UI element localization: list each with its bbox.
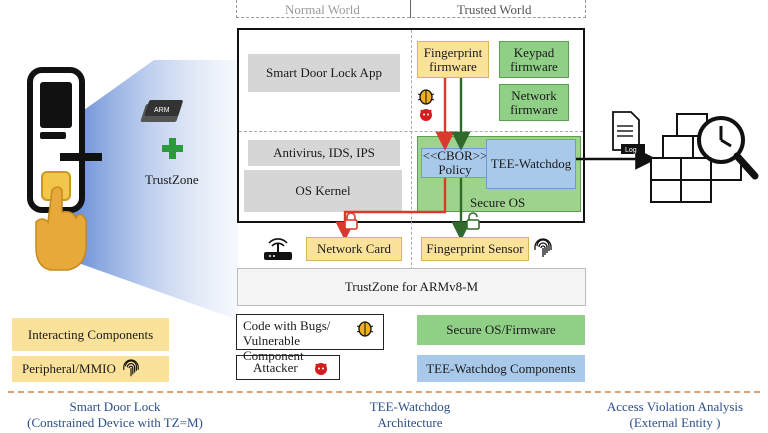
world-divider [411,30,412,270]
trusted-world-label: Trusted World [457,2,532,17]
magnifier-clock-icon [697,116,759,180]
legend-peripheral-label: Peripheral/MMIO [22,361,116,376]
legend-buggy-component: Code with Bugs/ Vulnerable Component [236,314,384,363]
bottom-divider [8,391,760,393]
attacker-devil-icon [420,109,432,121]
legend-interacting-components: Interacting Components [12,318,169,351]
arm-chip-icon: ARM [140,100,183,122]
legend-attacker: Attacker [236,355,340,380]
legend-bug-icon [356,321,374,337]
trustzone-label: TrustZone [145,172,199,187]
antivirus-ids-ips: Antivirus, IDS, IPS [248,140,400,166]
plus-icon [162,138,183,159]
svg-text:ARM: ARM [154,107,170,114]
legend-secure-os-firmware: Secure OS/Firmware [417,315,585,345]
caption-left: Smart Door Lock (Constrained Device with… [27,399,203,430]
trustzone-bar: TrustZone for ARMv8-M [237,268,586,306]
legend-fingerprint-icon [123,359,139,377]
network-card: Network Card [306,237,402,261]
fingerprint-sensor: Fingerprint Sensor [421,237,529,261]
network-firmware: Network firmware [499,84,569,121]
header-dashed-frame [236,0,586,18]
lock-handle [60,153,102,161]
fingerprint-firmware: Fingerprint firmware [417,41,489,78]
projection-beam [70,60,238,320]
tee-watchdog-box: TEE-Watchdog [486,139,576,189]
normal-world-label: Normal World [285,2,360,17]
caption-middle: TEE-Watchdog Architecture [369,399,451,430]
layer-divider [239,131,583,132]
legend-peripheral-mmio: Peripheral/MMIO [12,356,169,382]
cbor-policy: <<CBOR>> Policy [421,148,489,178]
header-divider [410,0,411,18]
bug-icon [417,89,435,105]
caption-right: Access Violation Analysis (External Enti… [606,399,744,430]
hand-icon [35,186,87,271]
unlocked-icon [466,212,480,230]
fingerprint-icon [534,238,552,257]
legend-devil-icon [315,363,327,375]
legend-attacker-label: Attacker [253,360,298,375]
access-violation-analysis-illustration: Log [612,111,759,203]
smart-door-lock-app: Smart Door Lock App [248,54,400,92]
secure-os-label: Secure OS [470,195,526,210]
log-document-icon: Log [612,111,645,154]
lock-screen [40,82,72,128]
os-kernel: OS Kernel [244,170,402,212]
locked-icon [344,212,358,230]
legend-tee-watchdog-components: TEE-Watchdog Components [417,355,585,382]
red-arrow-network-card [335,178,447,241]
router-icon [264,238,292,260]
keypad-firmware: Keypad firmware [499,41,569,78]
svg-text:Log: Log [625,147,637,154]
smart-door-lock-illustration: ARM [27,60,238,320]
